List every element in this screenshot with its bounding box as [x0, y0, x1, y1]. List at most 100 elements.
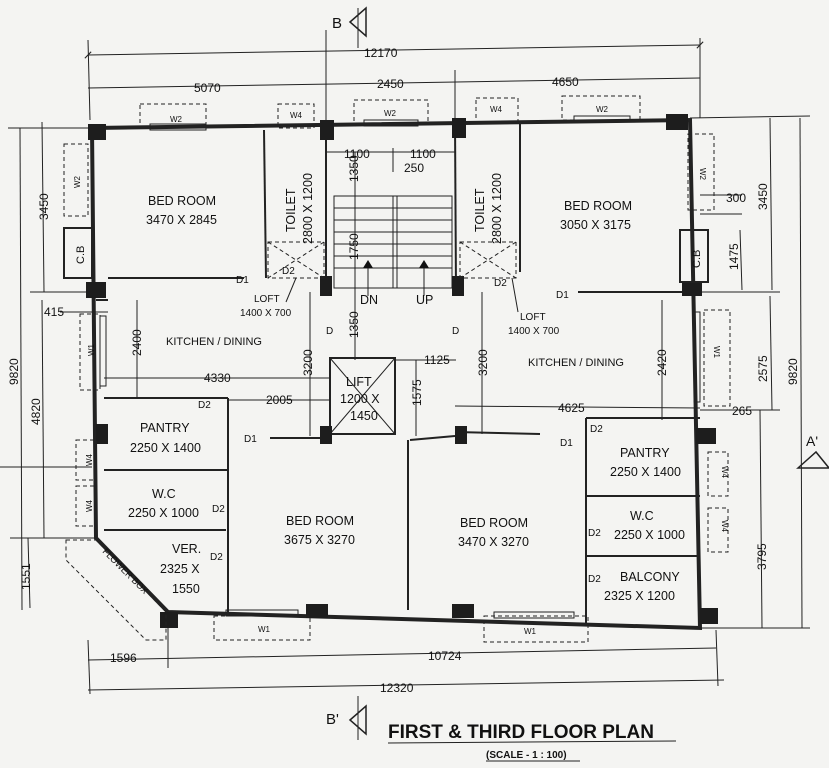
verandah-name: VER. [172, 542, 201, 556]
window-w4-label: W4 [290, 111, 303, 120]
dim-stair-1100-left: 1100 [344, 147, 370, 161]
window-w2-label: W2 [73, 175, 82, 188]
windows: W2 W4 W2 W4 W2 W2 W2 W1 W1 W4 W4 W4 W4 W… [63, 95, 731, 643]
verandah-size-line1: 2325 X [160, 562, 200, 576]
loft-left-line2: 1400 X 700 [240, 308, 292, 319]
dim-top-left: 5070 [194, 81, 221, 95]
dim-2420: 2420 [655, 349, 669, 376]
lift-line3: 1450 [350, 409, 378, 423]
bedroom-top-right-size: 3050 X 3175 [560, 218, 631, 232]
dim-right-300: 300 [726, 191, 746, 205]
staircase [333, 195, 453, 296]
door-d2-label: D2 [588, 528, 601, 539]
dim-left-9820: 9820 [7, 358, 21, 385]
toilet-right-size: 2800 X 1200 [490, 173, 504, 244]
window-w4-label: W4 [85, 499, 94, 512]
dim-top-right: 4650 [552, 75, 579, 89]
bedroom-top-right-name: BED ROOM [564, 199, 632, 213]
door-d2-label: D2 [590, 424, 603, 435]
dimensions-top: 12170 5070 2450 4650 [84, 30, 704, 121]
dim-right-9820: 9820 [786, 358, 800, 385]
stair-up-label: UP [416, 293, 433, 307]
window-w1-label: W1 [258, 625, 271, 634]
door-d2-label: D2 [494, 278, 507, 289]
window-w2-label: W2 [384, 109, 397, 118]
dim-right-3450: 3450 [756, 183, 770, 210]
loft-right-line2: 1400 X 700 [508, 326, 560, 337]
bedroom-top-left-name: BED ROOM [148, 194, 216, 208]
dimensions-right: 300 1475 3450 2575 9820 265 3795 [689, 115, 811, 629]
dim-left-3450: 3450 [37, 193, 51, 220]
window-w4-label: W4 [720, 520, 729, 533]
door-d2-label: D2 [198, 400, 211, 411]
dim-lift-1575: 1575 [410, 379, 424, 406]
wc-right-size: 2250 X 1000 [614, 528, 685, 542]
dim-4625: 4625 [558, 401, 585, 415]
pantry-left-size: 2250 X 1400 [130, 441, 201, 455]
dim-left-4820: 4820 [29, 398, 43, 425]
dim-right-2575: 2575 [756, 355, 770, 382]
stair-dn-label: DN [360, 293, 378, 307]
dim-left-415: 415 [44, 305, 64, 319]
dim-bottom-10724: 10724 [428, 649, 462, 663]
toilet-left-name: TOILET [284, 188, 298, 232]
dim-2005: 2005 [266, 393, 293, 407]
loft-left-line1: LOFT [254, 294, 280, 305]
balcony-name: BALCONY [620, 570, 680, 584]
lift-dimensions: 1125 1575 [395, 353, 456, 436]
cb-left-label: C.B [75, 246, 87, 264]
door-d1-label: D1 [556, 290, 569, 301]
dim-right-3795: 3795 [755, 543, 769, 570]
bedroom-bottom-right-size: 3470 X 3270 [458, 535, 529, 549]
door-d1-label: D1 [236, 275, 249, 286]
columns [86, 114, 718, 628]
stair-dimensions: 1100 1100 250 1350 1750 1350 DN UP [326, 147, 456, 360]
section-marker-b: B [332, 6, 367, 48]
window-w4-label: W4 [490, 105, 503, 114]
door-d1-label: D1 [560, 438, 573, 449]
toilet-right-name: TOILET [473, 188, 487, 232]
dim-stair-1350-mid: 1350 [347, 311, 361, 338]
dim-bottom-1596: 1596 [110, 651, 137, 665]
dim-stair-1350-top: 1350 [347, 155, 361, 182]
dim-3200-left: 3200 [301, 349, 315, 376]
window-w2-label: W2 [170, 115, 183, 124]
flower-box-label: FLOWER BOX [101, 546, 151, 596]
interior-walls [104, 121, 700, 626]
kitchen-right-label: KITCHEN / DINING [528, 357, 624, 369]
page-title: FIRST & THIRD FLOOR PLAN [388, 722, 654, 743]
toilet-lofts [267, 241, 519, 313]
scale-label: (SCALE - 1 : 100) [486, 750, 567, 761]
section-b-label: B [332, 15, 342, 32]
window-w2-label: W2 [596, 105, 609, 114]
cb-right-label: C.B [691, 250, 703, 268]
bedroom-bottom-left-size: 3675 X 3270 [284, 533, 355, 547]
pantry-right-name: PANTRY [620, 446, 670, 460]
window-w2-label: W2 [698, 168, 707, 181]
lift-line2: 1200 X [340, 392, 380, 406]
toilet-left-size: 2800 X 1200 [301, 173, 315, 244]
wc-right-name: W.C [630, 509, 654, 523]
flower-box: FLOWER BOX [65, 539, 167, 641]
door-labels: D1 D2 D2 D1 D D D2 D1 D1 D2 D2 D2 D2 D2 [198, 266, 603, 585]
section-b-prime-label: B' [326, 711, 339, 728]
bedroom-top-left-size: 3470 X 2845 [146, 213, 217, 227]
dim-right-265: 265 [732, 404, 752, 418]
door-d-label: D [326, 326, 333, 337]
dim-stair-1750: 1750 [347, 233, 361, 260]
outer-walls [90, 117, 703, 631]
title-block: FIRST & THIRD FLOOR PLAN (SCALE - 1 : 10… [387, 722, 677, 762]
dimensions-bottom: 1596 10724 12320 [87, 618, 725, 695]
dim-2400: 2400 [130, 329, 144, 356]
kitchen-left-label: KITCHEN / DINING [166, 336, 262, 348]
bedroom-bottom-left-name: BED ROOM [286, 514, 354, 528]
dim-3200-right: 3200 [476, 349, 490, 376]
door-d-label: D [452, 326, 459, 337]
dim-stair-1100-right: 1100 [410, 147, 436, 161]
room-labels: BED ROOM 3470 X 2845 BED ROOM 3050 X 317… [128, 173, 685, 603]
loft-right-line1: LOFT [520, 312, 546, 323]
wc-left-size: 2250 X 1000 [128, 506, 199, 520]
dim-stair-250: 250 [404, 161, 424, 175]
section-marker-b-prime: B' [326, 696, 367, 740]
